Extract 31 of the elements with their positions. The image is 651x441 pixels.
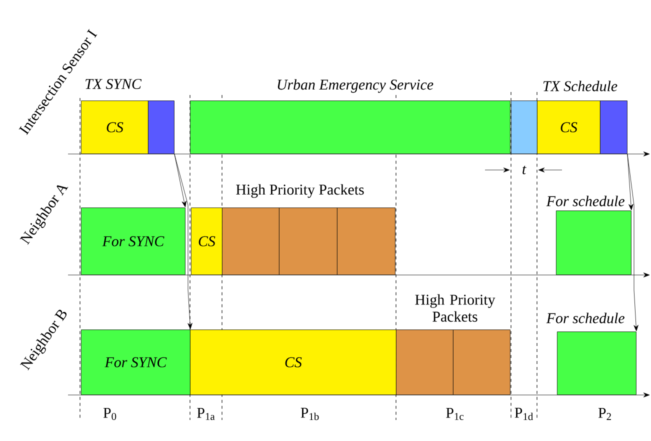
slot-box: CS	[81, 100, 148, 154]
arrow	[174, 154, 186, 208]
packets-label: High Priority Packets	[236, 184, 364, 198]
packet-box	[222, 208, 280, 275]
slot-box	[148, 100, 174, 154]
slot-note: For schedule	[546, 312, 624, 324]
slot-box: For SYNC	[81, 208, 186, 275]
slot-box: CS	[191, 208, 222, 275]
packet-box	[279, 208, 338, 275]
slot-title: TX SYNC	[86, 78, 142, 89]
slot-box	[511, 100, 538, 154]
slot-note: For schedule	[546, 196, 624, 206]
period-label: P$_{1d}$	[514, 408, 533, 420]
slot-box: For SYNC	[81, 330, 190, 395]
slot-box: CS	[537, 100, 600, 154]
packet-box	[396, 330, 454, 395]
slot-box	[556, 210, 632, 275]
slot-box	[557, 332, 636, 395]
slot-box: CS	[190, 330, 396, 395]
interval-label: t	[522, 166, 526, 174]
period-label: P$_{1c}$	[446, 408, 464, 420]
arrow	[627, 154, 634, 210]
arrow	[174, 154, 192, 330]
slot-box	[600, 100, 628, 154]
slot-box	[190, 100, 510, 154]
period-label: P$_{1a}$	[197, 408, 215, 420]
packet-box	[337, 208, 396, 275]
slot-title: TX Schedule	[543, 80, 618, 92]
packets-label: High Priority Packets	[415, 294, 496, 322]
packet-box	[453, 330, 510, 395]
arrow	[627, 154, 638, 332]
